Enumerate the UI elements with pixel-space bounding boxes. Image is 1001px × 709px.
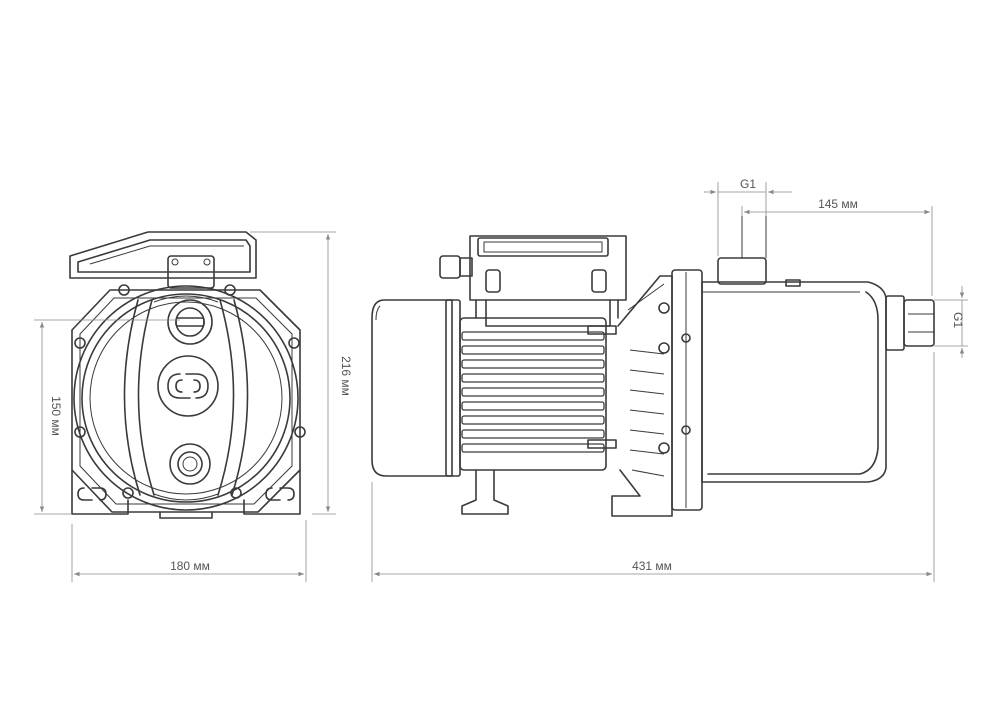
foot-logo-right-icon: [265, 487, 295, 501]
top-thread-label: G1: [740, 177, 756, 191]
front-view: [69, 231, 306, 519]
dimension-lines: [34, 182, 968, 582]
foot-logo-left-icon: [77, 487, 107, 501]
side-view: [371, 216, 935, 517]
motor-fins: [461, 331, 605, 453]
brand-logo-icon: [157, 355, 219, 417]
inlet-offset-label: 145 мм: [818, 197, 858, 211]
flange-bolts: [74, 284, 306, 499]
side-thread-label: G1: [951, 312, 965, 328]
inlet-height-label: 150 мм: [49, 396, 63, 436]
side-length-label: 431 мм: [632, 559, 672, 573]
front-width-label: 180 мм: [170, 559, 210, 573]
front-height-label: 216 мм: [339, 356, 353, 396]
